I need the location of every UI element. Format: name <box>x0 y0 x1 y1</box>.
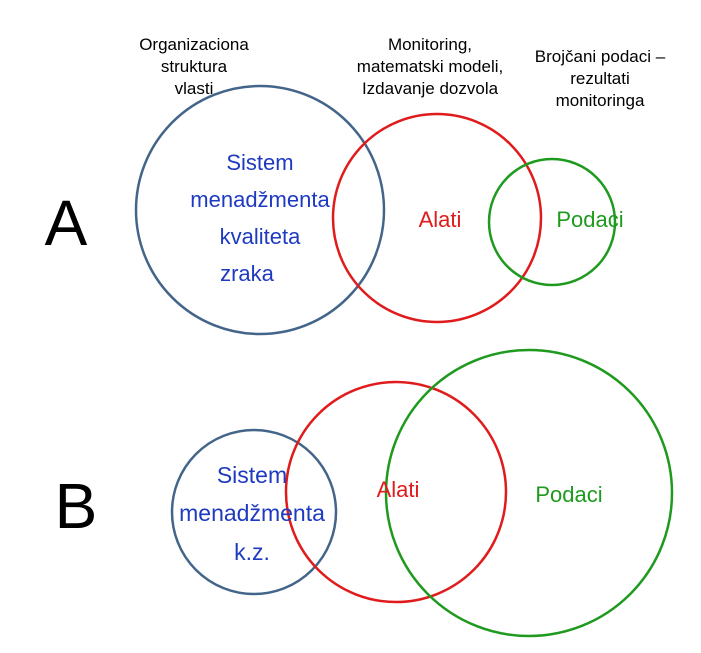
caption-line: rezultati <box>570 69 630 88</box>
diagram-a-tools-circle <box>331 112 543 324</box>
caption-line: matematski modeli, <box>357 57 503 76</box>
system-label-line: menadžmenta <box>179 500 325 526</box>
system-label-line: zraka <box>220 261 275 286</box>
caption-line: Brojčani podaci – <box>535 47 666 66</box>
diagram-b-tools-circle <box>284 380 508 604</box>
caption-line: Izdavanje dozvola <box>362 79 499 98</box>
caption-data-description: Brojčani podaci – rezultati monitoringa <box>535 47 666 110</box>
diagram-a-system-circle <box>134 84 386 336</box>
diagram-b-system-label: Sistem menadžmenta k.z. <box>179 462 325 565</box>
system-label-line: k.z. <box>234 539 270 565</box>
diagram-a-tools-label: Alati <box>419 207 462 232</box>
diagram-a-data-circle <box>487 157 617 287</box>
diagram-a-letter: A <box>45 187 88 259</box>
system-label-line: kvaliteta <box>220 224 301 249</box>
diagram-b-system-circle <box>170 428 338 596</box>
diagram-b-data-circle <box>384 348 674 638</box>
system-label-line: menadžmenta <box>190 187 330 212</box>
diagram-b-data-label: Podaci <box>535 482 602 507</box>
system-label-line: Sistem <box>217 462 287 488</box>
diagram-a-system-label: Sistem menadžmenta kvaliteta zraka <box>190 150 330 286</box>
caption-tools-description: Monitoring, matematski modeli, Izdavanje… <box>357 35 503 98</box>
system-label-line: Sistem <box>226 150 293 175</box>
caption-line: vlasti <box>175 79 214 98</box>
caption-line: monitoringa <box>556 91 645 110</box>
caption-line: Organizaciona <box>139 35 249 54</box>
caption-line: Monitoring, <box>388 35 472 54</box>
diagram-a-data-label: Podaci <box>556 207 623 232</box>
caption-organizational-structure: Organizaciona struktura vlasti <box>139 35 249 98</box>
caption-line: struktura <box>161 57 228 76</box>
diagram-b-letter: B <box>55 470 98 542</box>
diagram-b-tools-label: Alati <box>377 477 420 502</box>
